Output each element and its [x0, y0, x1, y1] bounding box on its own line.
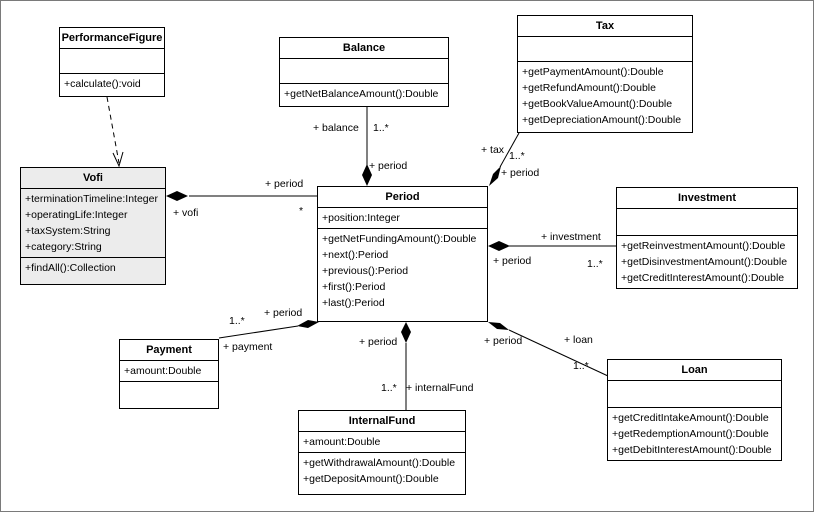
class-name: Tax	[518, 16, 692, 37]
class-name: Loan	[608, 360, 781, 381]
class-tax[interactable]: Tax +getPaymentAmount():Double +getRefun…	[517, 15, 693, 133]
attributes-section: +amount:Double	[120, 361, 218, 382]
class-name: PerformanceFigure	[60, 28, 164, 49]
payment-period-line	[218, 325, 299, 339]
operation: +getDebitInterestAmount():Double	[612, 444, 772, 456]
attribute: +amount:Double	[124, 365, 202, 377]
operation: +getRedemptionAmount():Double	[612, 428, 769, 440]
operation: +calculate():void	[64, 78, 141, 90]
dependency-line	[106, 96, 120, 164]
class-performance-figure[interactable]: PerformanceFigure +calculate():void	[59, 27, 165, 97]
investment-multiplicity: 1..*	[587, 258, 603, 270]
loan-composition-diamond	[488, 322, 509, 330]
operation: +getDepositAmount():Double	[303, 473, 439, 485]
class-name: Balance	[280, 38, 448, 59]
payment-multiplicity: 1..*	[229, 315, 245, 327]
operation: +getNetBalanceAmount():Double	[284, 88, 439, 100]
vofi-composition-diamond	[166, 191, 188, 201]
operation: +getDisinvestmentAmount():Double	[621, 256, 788, 268]
loan-role: + loan	[564, 334, 593, 346]
loan-period-role: + period	[484, 335, 523, 347]
class-investment[interactable]: Investment +getReinvestmentAmount():Doub…	[616, 187, 798, 289]
vofi-role: + vofi	[173, 207, 199, 219]
operation: +getNetFundingAmount():Double	[322, 233, 477, 245]
operation: +previous():Period	[322, 265, 409, 277]
internalfund-multiplicity: 1..*	[381, 382, 397, 394]
operations-section: +getCreditIntakeAmount():Double +getRede…	[608, 408, 781, 460]
balance-multiplicity: 1..*	[373, 122, 389, 134]
operation: +last():Period	[322, 297, 385, 309]
investment-role: + investment	[541, 231, 601, 243]
class-name: Period	[318, 187, 487, 208]
class-loan[interactable]: Loan +getCreditIntakeAmount():Double +ge…	[607, 359, 782, 461]
operations-section: +getPaymentAmount():Double +getRefundAmo…	[518, 62, 692, 130]
class-balance[interactable]: Balance +getNetBalanceAmount():Double	[279, 37, 449, 107]
attributes-section	[60, 49, 164, 74]
class-internal-fund[interactable]: InternalFund +amount:Double +getWithdraw…	[298, 410, 466, 495]
attribute: +operatingLife:Integer	[25, 209, 128, 221]
operations-section: +getNetBalanceAmount():Double	[280, 84, 448, 104]
attribute: +category:String	[25, 241, 102, 253]
operation: +getDepreciationAmount():Double	[522, 114, 682, 126]
attributes-section	[280, 59, 448, 84]
operation: +getWithdrawalAmount():Double	[303, 457, 456, 469]
loan-multiplicity: 1..*	[573, 360, 589, 372]
class-name: InternalFund	[299, 411, 465, 432]
attribute: +terminationTimeline:Integer	[25, 193, 158, 205]
loan-period-line	[508, 329, 609, 377]
operations-section: +findAll():Collection	[21, 258, 165, 278]
balance-composition-diamond	[362, 164, 372, 186]
attribute: +position:Integer	[322, 212, 400, 224]
payment-role: + payment	[223, 341, 273, 353]
operation: +first():Period	[322, 281, 386, 293]
operation: +findAll():Collection	[25, 262, 116, 274]
operation: +getReinvestmentAmount():Double	[621, 240, 786, 252]
tax-multiplicity: 1..*	[509, 150, 525, 162]
class-name: Vofi	[21, 168, 165, 189]
balance-period-role: + period	[369, 160, 408, 172]
class-name: Investment	[617, 188, 797, 209]
investment-composition-diamond	[488, 241, 510, 251]
class-payment[interactable]: Payment +amount:Double	[119, 339, 219, 409]
dependency-arrowhead	[112, 151, 124, 168]
internalfund-composition-diamond	[401, 322, 411, 343]
investment-period-role: + period	[493, 255, 532, 267]
internalfund-role: + internalFund	[406, 382, 474, 394]
attribute: +amount:Double	[303, 436, 381, 448]
attributes-section: +terminationTimeline:Integer +operatingL…	[21, 189, 165, 258]
operation: +next():Period	[322, 249, 389, 261]
payment-period-role: + period	[264, 307, 303, 319]
attributes-section: +amount:Double	[299, 432, 465, 453]
attributes-section	[617, 209, 797, 236]
attributes-section	[608, 381, 781, 408]
tax-period-line	[499, 132, 520, 168]
operation: +getCreditInterestAmount():Double	[621, 272, 785, 284]
operation: +getRefundAmount():Double	[522, 82, 656, 94]
payment-composition-diamond	[297, 320, 319, 328]
tax-period-role: + period	[501, 167, 540, 179]
operation: +getBookValueAmount():Double	[522, 98, 673, 110]
tax-role: + tax	[481, 144, 505, 156]
vofi-period-multiplicity: *	[299, 205, 304, 217]
attributes-section: +position:Integer	[318, 208, 487, 229]
operations-section: +calculate():void	[60, 74, 164, 94]
class-period[interactable]: Period +position:Integer +getNetFundingA…	[317, 186, 488, 322]
class-vofi[interactable]: Vofi +terminationTimeline:Integer +opera…	[20, 167, 166, 285]
balance-role: + balance	[313, 122, 359, 134]
operations-section	[120, 382, 218, 400]
operations-section: +getReinvestmentAmount():Double +getDisi…	[617, 236, 797, 288]
attribute: +taxSystem:String	[25, 225, 111, 237]
attributes-section	[518, 37, 692, 62]
class-name: Payment	[120, 340, 218, 361]
operation: +getCreditIntakeAmount():Double	[612, 412, 769, 424]
operations-section: +getWithdrawalAmount():Double +getDeposi…	[299, 453, 465, 489]
tax-composition-diamond	[489, 166, 501, 186]
vofi-period-role: + period	[265, 178, 304, 190]
internalfund-period-role: + period	[359, 336, 398, 348]
operation: +getPaymentAmount():Double	[522, 66, 664, 78]
operations-section: +getNetFundingAmount():Double +next():Pe…	[318, 229, 487, 313]
